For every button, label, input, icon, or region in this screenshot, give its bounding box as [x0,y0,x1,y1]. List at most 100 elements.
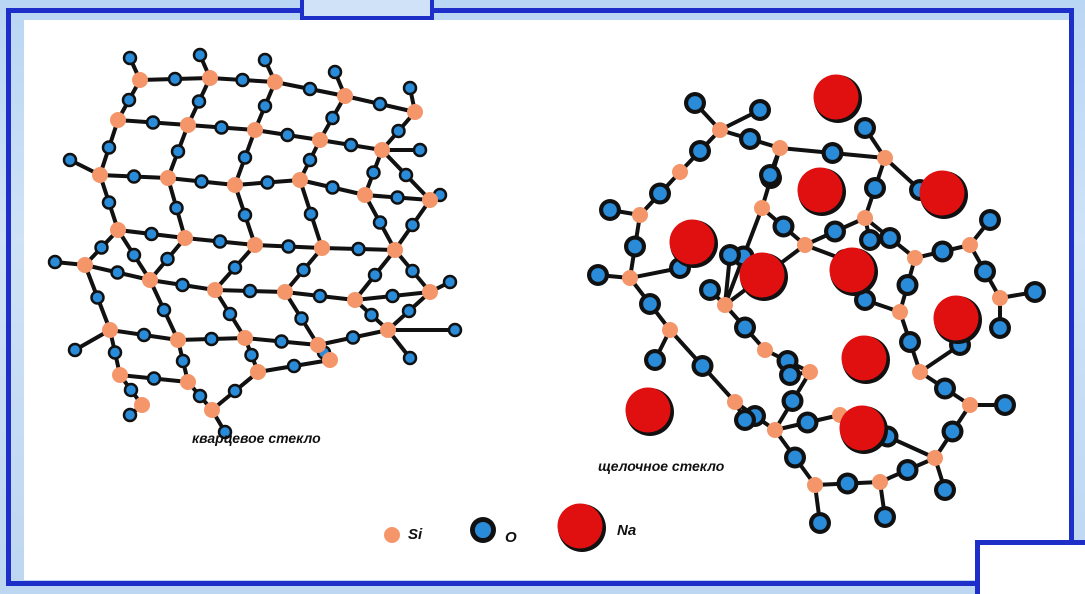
alkali-oxygen-atom [979,209,1001,231]
quartz-oxygen-atom [126,247,142,263]
sodium-ion [933,295,982,344]
quartz-silicon-atom [227,177,243,193]
sodium-ion [919,170,968,219]
quartz-oxygen-atom [101,195,117,210]
corner-box [975,540,1085,594]
alkali-silicon-atom [802,364,818,380]
quartz-silicon-atom [250,364,266,380]
alkali-oxygen-atom [859,229,881,251]
quartz-oxygen-atom [402,350,418,366]
quartz-oxygen-atom [280,127,295,143]
quartz-silicon-atom [110,222,126,238]
alkali-silicon-atom [717,297,733,313]
quartz-silicon-atom [180,117,196,133]
quartz-silicon-atom [207,282,223,298]
quartz-oxygen-atom [286,358,302,374]
quartz-oxygen-atom [274,334,289,349]
quartz-oxygen-atom [237,150,253,165]
quartz-silicon-atom [92,167,108,183]
quartz-silicon-atom [202,70,218,86]
alkali-oxygen-atom [934,479,956,501]
quartz-silicon-atom [247,237,263,253]
quartz-silicon-atom [422,284,438,300]
quartz-silicon-atom [347,292,363,308]
quartz-silicon-atom [267,74,283,90]
quartz-silicon-atom [112,367,128,383]
alkali-oxygen-atom [689,140,711,162]
caption-quartz-glass: кварцевое стекло [192,430,321,446]
legend-si-icon [384,527,400,543]
quartz-oxygen-atom [222,306,238,322]
quartz-oxygen-atom [281,239,296,254]
alkali-oxygen-atom [879,227,901,249]
legend-o-icon [470,517,496,543]
sodium-ion [839,405,888,454]
alkali-silicon-atom [727,394,743,410]
alkali-oxygen-atom [824,220,846,243]
quartz-oxygen-atom [412,142,428,158]
quartz-oxygen-atom [214,120,229,135]
quartz-oxygen-atom [372,215,388,230]
quartz-oxygen-atom [343,137,359,153]
alkali-oxygen-atom [587,264,609,286]
alkali-silicon-atom [872,474,888,490]
legend-na-icon [557,503,606,552]
alkali-silicon-atom [622,270,638,286]
quartz-silicon-atom [142,272,158,288]
alkali-oxygen-atom [599,199,621,221]
quartz-oxygen-atom [345,330,361,345]
alkali-oxygen-atom [719,244,741,266]
quartz-oxygen-atom [242,283,258,299]
alkali-oxygen-atom [854,117,876,139]
quartz-silicon-atom [102,322,118,338]
quartz-silicon-atom [312,132,328,148]
alkali-silicon-atom [877,150,893,166]
alkali-silicon-atom [632,207,648,223]
legend-na-label: Na [617,522,637,539]
alkali-silicon-atom [712,122,728,138]
quartz-silicon-atom [407,104,423,120]
quartz-oxygen-atom [175,277,190,293]
quartz-oxygen-atom [447,322,463,338]
quartz-oxygen-atom [107,345,123,360]
quartz-oxygen-atom [167,71,183,87]
alkali-oxygen-atom [796,411,819,434]
quartz-oxygen-atom [302,81,318,97]
quartz-oxygen-atom [67,342,83,358]
alkali-oxygen-atom [864,177,886,199]
slide-frame [6,8,1074,586]
alkali-oxygen-atom [772,215,795,238]
alkali-silicon-atom [962,397,978,413]
alkali-oxygen-atom [989,317,1011,339]
quartz-silicon-atom [387,242,403,258]
quartz-oxygen-atom [122,50,138,66]
alkali-oxygen-atom [624,235,646,258]
quartz-oxygen-atom [192,388,208,404]
quartz-oxygen-atom [366,165,381,180]
quartz-oxygen-atom [101,140,117,155]
quartz-oxygen-atom [312,288,328,304]
quartz-oxygen-atom [191,94,207,109]
quartz-oxygen-atom [372,96,388,112]
quartz-oxygen-atom [123,382,139,398]
alkali-oxygen-atom [896,274,919,296]
quartz-silicon-atom [422,192,438,208]
legend-si-label: Si [408,526,423,543]
quartz-oxygen-atom [303,206,319,222]
quartz-oxygen-atom [121,92,137,108]
quartz-silicon-atom [237,330,253,346]
quartz-oxygen-atom [402,80,418,96]
alkali-silicon-atom [807,477,823,493]
alkali-silicon-atom [892,304,908,320]
sodium-ion [739,252,788,301]
alkali-oxygen-atom [994,394,1016,416]
quartz-silicon-atom [160,170,176,186]
quartz-oxygen-atom [194,174,209,189]
quartz-oxygen-atom [175,353,191,369]
alkali-oxygen-atom [639,293,661,315]
alkali-oxygen-atom [821,142,844,164]
quartz-oxygen-atom [204,331,219,347]
quartz-oxygen-atom [367,267,383,283]
alkali-silicon-atom [927,450,943,466]
sodium-ion [797,167,846,216]
